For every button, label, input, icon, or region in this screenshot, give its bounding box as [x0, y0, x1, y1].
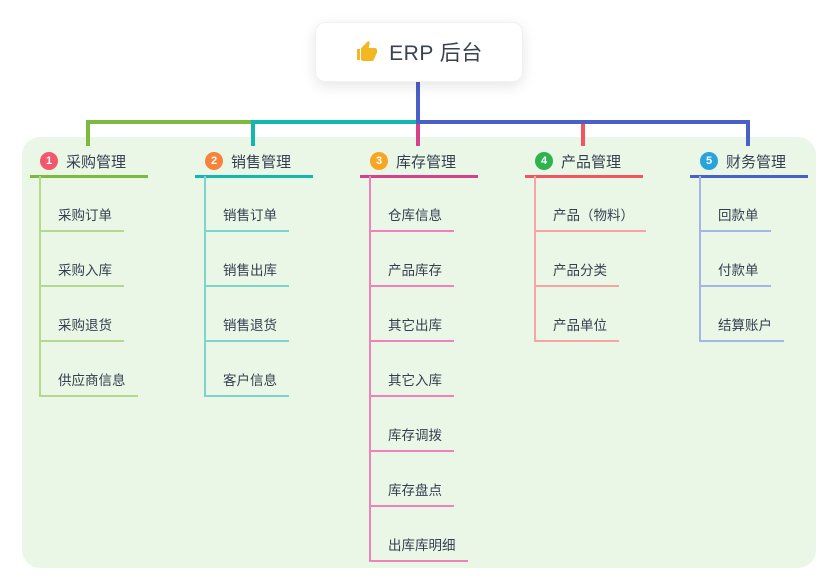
bus-line-right-blue — [416, 120, 750, 124]
child-node[interactable]: 库存调拨 — [369, 426, 454, 452]
child-node[interactable]: 采购入库 — [39, 261, 124, 287]
branch-node[interactable]: 2 销售管理 — [195, 147, 313, 175]
branch-label: 财务管理 — [726, 153, 787, 171]
branch-underline — [360, 175, 478, 178]
child-node[interactable]: 供应商信息 — [39, 371, 138, 397]
branch-5-drop-line — [746, 120, 750, 146]
child-node[interactable]: 客户信息 — [204, 371, 289, 397]
child-node[interactable]: 结算账户 — [699, 316, 784, 342]
child-node[interactable]: 产品分类 — [534, 261, 619, 287]
child-node[interactable]: 付款单 — [699, 261, 771, 287]
branch-2-drop-line — [251, 120, 255, 146]
child-node[interactable]: 产品单位 — [534, 316, 619, 342]
branch-node[interactable]: 4 产品管理 — [525, 147, 643, 175]
branch-1-drop-line — [86, 120, 90, 146]
branch-underline — [690, 175, 808, 178]
child-node[interactable]: 销售退货 — [204, 316, 289, 342]
child-node[interactable]: 产品（物料） — [534, 206, 646, 232]
child-node[interactable]: 回款单 — [699, 206, 771, 232]
branch-label: 采购管理 — [66, 153, 127, 171]
bus-line-left-teal — [251, 120, 418, 124]
branch-4-drop-line — [581, 124, 585, 146]
branches-panel — [22, 137, 816, 568]
branch-label: 销售管理 — [231, 153, 292, 171]
branch-number-badge: 5 — [700, 152, 718, 170]
child-node[interactable]: 其它出库 — [369, 316, 454, 342]
branch-label: 库存管理 — [396, 153, 457, 171]
branch-number-badge: 4 — [535, 152, 553, 170]
child-node[interactable]: 采购订单 — [39, 206, 124, 232]
branch-underline — [525, 175, 643, 178]
child-node[interactable]: 销售订单 — [204, 206, 289, 232]
branch-label: 产品管理 — [561, 153, 622, 171]
root-title: ERP 后台 — [389, 42, 483, 65]
branch-node[interactable]: 1 采购管理 — [30, 147, 148, 175]
bus-line-left-green — [86, 120, 255, 124]
branch-3-drop-line — [416, 124, 420, 146]
branch-underline — [30, 175, 148, 178]
branch-number-badge: 1 — [40, 152, 58, 170]
root-connector-line — [416, 82, 420, 124]
child-node[interactable]: 产品库存 — [369, 261, 454, 287]
child-node[interactable]: 销售出库 — [204, 261, 289, 287]
branch-number-badge: 2 — [205, 152, 223, 170]
root-node[interactable]: ERP 后台 — [315, 22, 523, 82]
subtree-line — [369, 176, 371, 562]
child-node[interactable]: 出库库明细 — [369, 536, 468, 562]
branch-node[interactable]: 3 库存管理 — [360, 147, 478, 175]
branch-node[interactable]: 5 财务管理 — [690, 147, 808, 175]
child-node[interactable]: 采购退货 — [39, 316, 124, 342]
thumbs-up-icon — [355, 40, 379, 64]
subtree-line — [534, 176, 536, 342]
branch-underline — [195, 175, 313, 178]
subtree-line — [699, 176, 701, 342]
child-node[interactable]: 仓库信息 — [369, 206, 454, 232]
branch-number-badge: 3 — [370, 152, 388, 170]
child-node[interactable]: 其它入库 — [369, 371, 454, 397]
child-node[interactable]: 库存盘点 — [369, 481, 454, 507]
